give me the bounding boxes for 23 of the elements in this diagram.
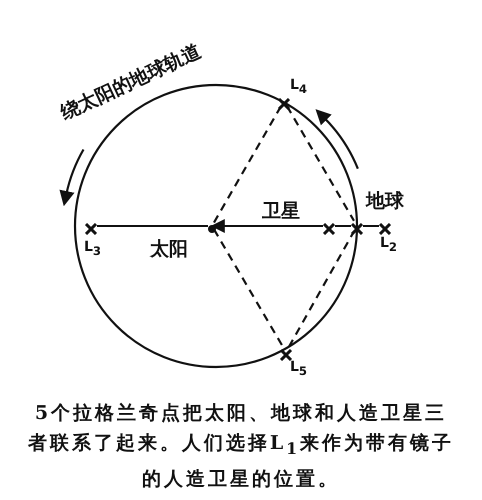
caption: 5个拉格兰奇点把太阳、地球和人造卫星三者联系了起来。人们选择L$_{1}$来作为带有镜子的人造卫星的位置。	[26, 401, 456, 492]
dashed-line	[213, 228, 284, 348]
point-label: 太阳	[150, 240, 188, 259]
point-marker	[379, 220, 391, 232]
point-marker	[85, 220, 97, 232]
point-marker	[351, 220, 363, 232]
point-marker	[278, 95, 290, 107]
dashed-line	[286, 106, 355, 222]
point-marker	[323, 220, 335, 232]
connector-line	[335, 225, 351, 227]
connector-line	[363, 225, 379, 227]
point-label: L$_{4}$	[290, 78, 308, 96]
dashed-line	[213, 106, 282, 224]
point-label: L$_{5}$	[290, 360, 308, 378]
connector-line	[210, 219, 323, 233]
point-label: L$_{3}$	[84, 240, 102, 258]
connector-line	[97, 225, 208, 227]
dashed-line	[288, 230, 356, 348]
point-label: L$_{2}$	[380, 236, 398, 254]
orbit-label: 绕太阳的地球轨道	[58, 42, 204, 124]
point-label: 地球	[366, 192, 404, 211]
point-marker	[280, 346, 292, 358]
point-label: 卫星	[262, 202, 300, 221]
